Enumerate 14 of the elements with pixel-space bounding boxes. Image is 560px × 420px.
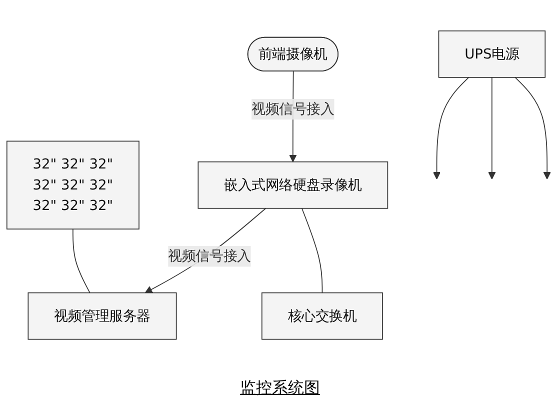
node-box: 32" 32" 32" 32" 32" 32" 32" 32" 32" [6,140,140,230]
connector [301,208,323,294]
arrow [144,208,266,294]
node-box: 核心交换机 [261,292,383,340]
arrow [488,76,496,180]
node-box: UPS电源 [438,30,546,78]
arrow [514,76,551,180]
arrow [433,76,470,180]
node-box: 视频管理服务器 [28,292,177,340]
node-box: 嵌入式网络硬盘录像机 [198,161,388,209]
connector [72,228,90,294]
edge-label: 视频信号接入 [252,100,334,117]
edge-label: 视频信号接入 [168,248,251,264]
diagram-title: 监控系统图 [240,378,320,397]
